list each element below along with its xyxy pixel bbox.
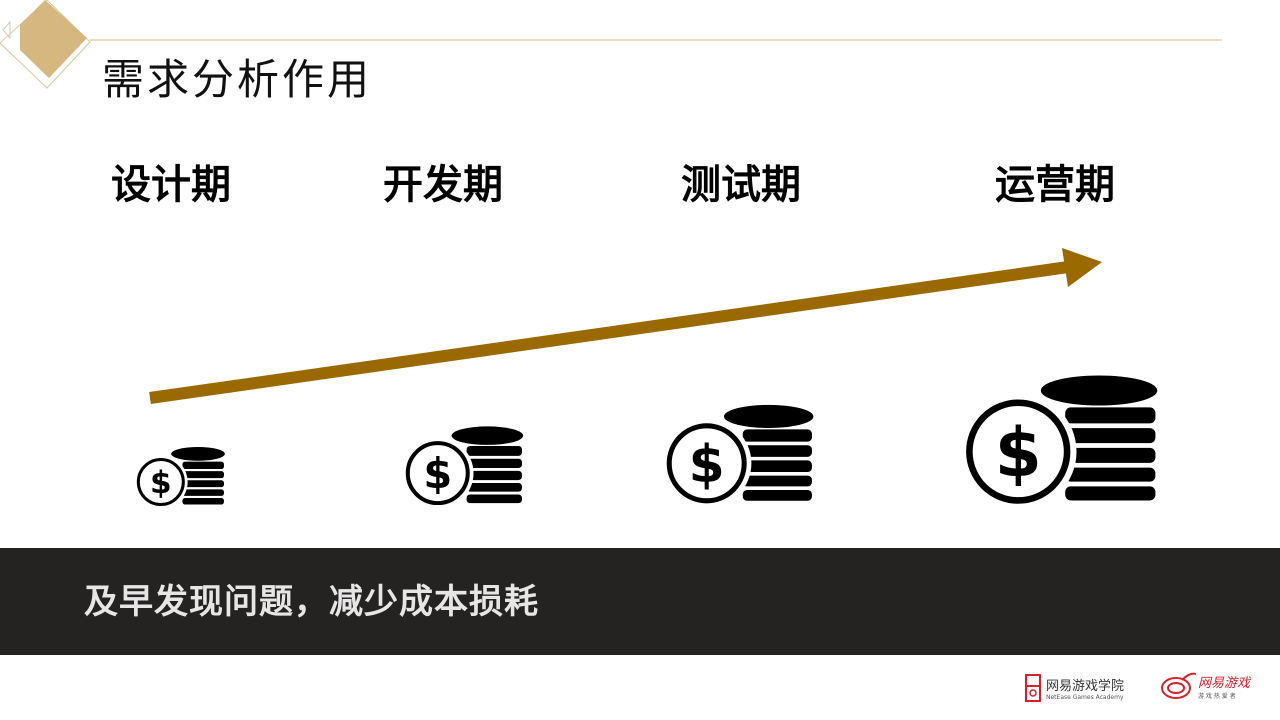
netease-swirl-icon	[1161, 672, 1196, 699]
slogan-text: 及早发现问题，减少成本损耗	[84, 582, 539, 622]
academy-name: 网易游戏学院	[1046, 679, 1125, 694]
slide-title: 需求分析作用	[102, 55, 373, 104]
netease-games-logo: 网易游戏 游 戏 热 爱 者	[1160, 670, 1250, 702]
stage-operation: 运营期	[995, 162, 1115, 208]
academy-en: NetEase Games Academy	[1046, 694, 1124, 701]
gold-diamond	[20, 0, 87, 78]
coin-stack-icon-medium	[402, 424, 526, 505]
slogan-band	[0, 548, 1280, 655]
coin-stack-icon-small	[134, 445, 227, 506]
games-sub: 游 戏 热 爱 者	[1198, 693, 1236, 700]
games-name: 网易游戏	[1198, 676, 1251, 691]
stage-development: 开发期	[383, 162, 503, 208]
triangle-mark	[2, 20, 11, 40]
coin-stack-icon-large	[662, 400, 817, 505]
stage-design: 设计期	[111, 162, 231, 208]
cost-arrow	[149, 248, 1102, 404]
stage-testing: 测试期	[681, 162, 801, 208]
header-decoration	[0, 0, 1222, 89]
coin-stack-icon-xlarge	[960, 370, 1162, 505]
academy-seal-icon	[1025, 674, 1041, 702]
arrow-head	[1062, 248, 1102, 287]
academy-logo: 网易游戏学院 NetEase Games Academy	[1024, 672, 1124, 704]
